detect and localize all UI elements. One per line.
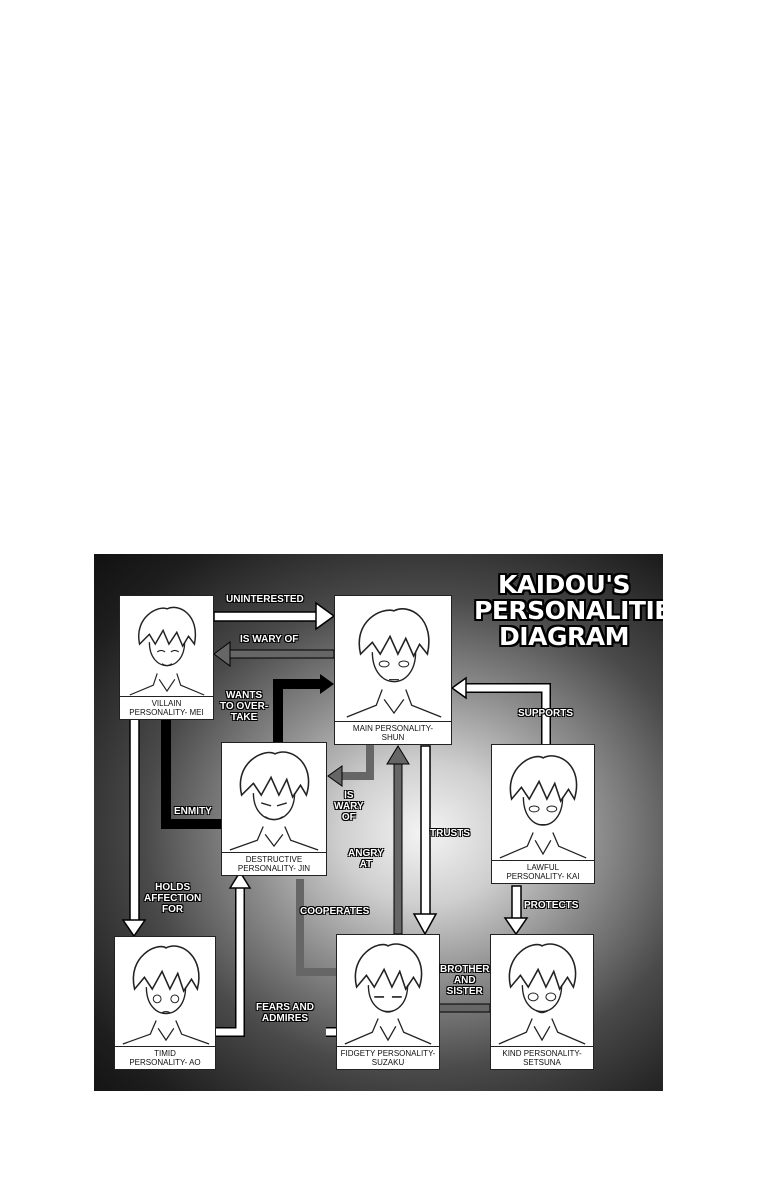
caption-mei: VILLAIN PERSONALITY- MEI bbox=[120, 696, 213, 719]
label-wants-to-overtake: WANTS TO OVER- TAKE bbox=[220, 690, 268, 723]
label-brother-line-1: BROTHER bbox=[440, 964, 490, 975]
arrow-protects bbox=[503, 885, 529, 936]
node-ao: TIMID PERSONALITY- AO bbox=[114, 936, 216, 1070]
label-protects: PROTECTS bbox=[524, 900, 578, 911]
label-brother-and-sister: BROTHER AND SISTER bbox=[440, 964, 489, 997]
label-cooperates: COOPERATES bbox=[300, 906, 369, 917]
portrait-jin bbox=[229, 751, 319, 851]
caption-kai: LAWFUL PERSONALITY- KAI bbox=[492, 860, 594, 883]
node-jin: DESTRUCTIVE PERSONALITY- JIN bbox=[221, 742, 327, 876]
arrow-angry-at bbox=[386, 745, 410, 935]
caption-suzaku-line-2: SUZAKU bbox=[371, 1058, 405, 1067]
label-supports-text: SUPPORTS bbox=[518, 708, 574, 719]
portrait-ao bbox=[122, 945, 210, 1045]
label-wary-mid-line-3: OF bbox=[341, 812, 356, 823]
arrow-enmity bbox=[161, 689, 222, 829]
node-shun: MAIN PERSONALITY- SHUN bbox=[334, 595, 452, 745]
arrow-fears-and-admires bbox=[216, 870, 340, 1037]
caption-kai-line-1: LAWFUL bbox=[526, 863, 560, 872]
label-wants-line-3: TAKE bbox=[230, 712, 258, 723]
personalities-diagram-panel: KAIDOU'S PERSONALITIES DIAGRAM VILLAIN P… bbox=[94, 554, 663, 1091]
label-wants-line-2: TO OVER- bbox=[220, 701, 269, 712]
caption-jin-line-2: PERSONALITY- JIN bbox=[237, 864, 311, 873]
title-line-2: PERSONALITIES bbox=[474, 596, 663, 625]
label-fears-line-1: FEARS AND bbox=[256, 1002, 314, 1013]
portrait-kai bbox=[499, 755, 587, 859]
label-uninterested: UNINTERESTED bbox=[226, 594, 304, 605]
node-suzaku: FIDGETY PERSONALITY- SUZAKU bbox=[336, 934, 440, 1070]
caption-setsuna-line-1: KIND PERSONALITY- bbox=[502, 1049, 582, 1058]
portrait-shun bbox=[346, 608, 442, 718]
label-trusts-text: TRUSTS bbox=[430, 828, 470, 839]
arrow-trusts bbox=[412, 745, 438, 936]
caption-shun-line-2: SHUN bbox=[381, 733, 405, 742]
label-holds-line-2: AFFECTION bbox=[144, 893, 202, 904]
title-line-1: KAIDOU'S bbox=[498, 570, 631, 599]
label-trusts: TRUSTS bbox=[430, 828, 470, 839]
diagram-title: KAIDOU'S PERSONALITIES DIAGRAM bbox=[474, 570, 663, 651]
arrow-is-wary-of-top bbox=[213, 641, 335, 667]
label-wary-mid-line-2: WARY bbox=[334, 801, 364, 812]
caption-kai-line-2: PERSONALITY- KAI bbox=[506, 872, 580, 881]
node-mei: VILLAIN PERSONALITY- MEI bbox=[119, 595, 214, 720]
label-angry-at: ANGRY AT bbox=[348, 848, 384, 870]
label-is-wary-of-top: IS WARY OF bbox=[240, 634, 298, 645]
caption-shun: MAIN PERSONALITY- SHUN bbox=[335, 721, 451, 744]
relationship-arrows bbox=[121, 601, 551, 1037]
portrait-suzaku bbox=[344, 943, 432, 1045]
label-wants-line-1: WANTS bbox=[226, 690, 263, 701]
label-brother-line-2: AND bbox=[453, 975, 476, 986]
portrait-mei bbox=[129, 606, 205, 696]
label-brother-line-3: SISTER bbox=[446, 986, 483, 997]
label-is-wary-of-mid: IS WARY OF bbox=[334, 790, 364, 823]
caption-shun-line-1: MAIN PERSONALITY- bbox=[352, 724, 434, 733]
caption-ao: TIMID PERSONALITY- AO bbox=[115, 1046, 215, 1069]
label-wary-mid-line-1: IS bbox=[344, 790, 354, 801]
label-cooperates-text: COOPERATES bbox=[300, 906, 370, 917]
caption-suzaku-line-1: FIDGETY PERSONALITY- bbox=[340, 1049, 436, 1058]
arrow-is-wary-of-mid bbox=[327, 744, 374, 787]
caption-jin-line-1: DESTRUCTIVE bbox=[245, 855, 303, 864]
label-protects-text: PROTECTS bbox=[524, 900, 579, 911]
arrow-cooperates bbox=[296, 879, 336, 976]
label-supports: SUPPORTS bbox=[518, 708, 573, 719]
title-line-3: DIAGRAM bbox=[499, 622, 629, 651]
caption-mei-line-1: VILLAIN bbox=[151, 699, 182, 708]
label-enmity: ENMITY bbox=[174, 806, 212, 817]
label-holds-line-3: FOR bbox=[162, 904, 184, 915]
portrait-setsuna bbox=[498, 943, 586, 1045]
node-kai: LAWFUL PERSONALITY- KAI bbox=[491, 744, 595, 884]
caption-ao-line-2: PERSONALITY- AO bbox=[129, 1058, 201, 1067]
caption-setsuna-line-2: SETSUNA bbox=[523, 1058, 561, 1067]
caption-suzaku: FIDGETY PERSONALITY- SUZAKU bbox=[337, 1046, 439, 1069]
arrow-brother-and-sister bbox=[437, 1003, 491, 1013]
arrow-wants-to-overtake bbox=[273, 674, 334, 744]
caption-setsuna: KIND PERSONALITY- SETSUNA bbox=[491, 1046, 593, 1069]
caption-jin: DESTRUCTIVE PERSONALITY- JIN bbox=[222, 852, 326, 875]
label-holds-line-1: HOLDS bbox=[155, 882, 191, 893]
label-angry-line-1: ANGRY bbox=[348, 848, 384, 859]
label-fears-line-2: ADMIRES bbox=[261, 1013, 309, 1024]
label-angry-line-2: AT bbox=[359, 859, 373, 870]
arrow-supports bbox=[450, 676, 551, 744]
label-uninterested-text: UNINTERESTED bbox=[226, 594, 304, 605]
arrow-holds-affection-for bbox=[121, 693, 147, 938]
caption-mei-line-2: PERSONALITY- MEI bbox=[129, 708, 204, 717]
node-setsuna: KIND PERSONALITY- SETSUNA bbox=[490, 934, 594, 1070]
label-enmity-text: ENMITY bbox=[174, 806, 212, 817]
label-fears-and-admires: FEARS AND ADMIRES bbox=[256, 1002, 314, 1024]
label-holds-affection-for: HOLDS AFFECTION FOR bbox=[144, 882, 201, 915]
arrow-uninterested bbox=[213, 601, 336, 631]
caption-ao-line-1: TIMID bbox=[154, 1049, 176, 1058]
label-is-wary-of-top-text: IS WARY OF bbox=[240, 634, 299, 645]
